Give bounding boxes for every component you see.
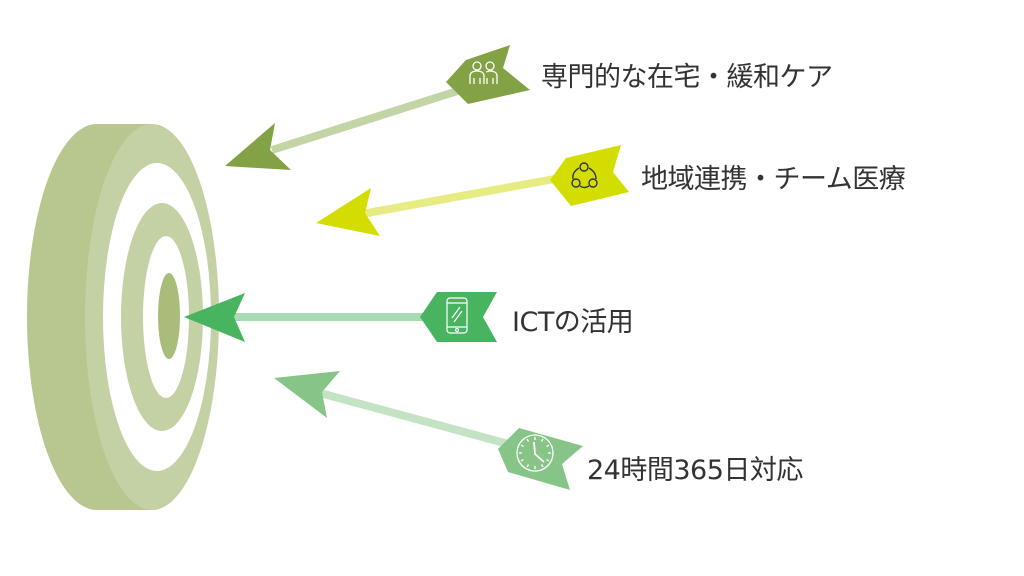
arrow-head <box>184 293 245 342</box>
network-icon <box>571 162 598 189</box>
label-specialist-care: 専門的な在宅・緩和ケア <box>541 62 833 93</box>
smartphone-icon <box>446 297 468 334</box>
arrow-shaft <box>270 83 472 154</box>
label-always-available: 24時間365日対応 <box>587 455 803 486</box>
arrow-specialist-care <box>225 45 530 170</box>
people-icon <box>469 61 498 84</box>
arrow-regional-collaboration <box>316 145 629 236</box>
target-bullseye <box>158 273 180 359</box>
arrow-fletching <box>420 292 497 342</box>
arrow-always-available <box>274 371 583 490</box>
clock-icon <box>516 434 554 472</box>
arrow-shaft <box>361 174 561 218</box>
target <box>27 124 219 510</box>
arrow-head <box>316 188 380 236</box>
label-regional-collaboration: 地域連携・チーム医療 <box>641 164 906 195</box>
arrow-head <box>225 123 291 170</box>
arrow-fletching <box>446 45 530 104</box>
arrow-head <box>274 371 340 418</box>
arrow-fletching <box>550 145 629 206</box>
label-ict: ICTの活用 <box>512 307 634 338</box>
arrow-shaft <box>318 389 514 449</box>
arrow-ict <box>184 292 497 342</box>
